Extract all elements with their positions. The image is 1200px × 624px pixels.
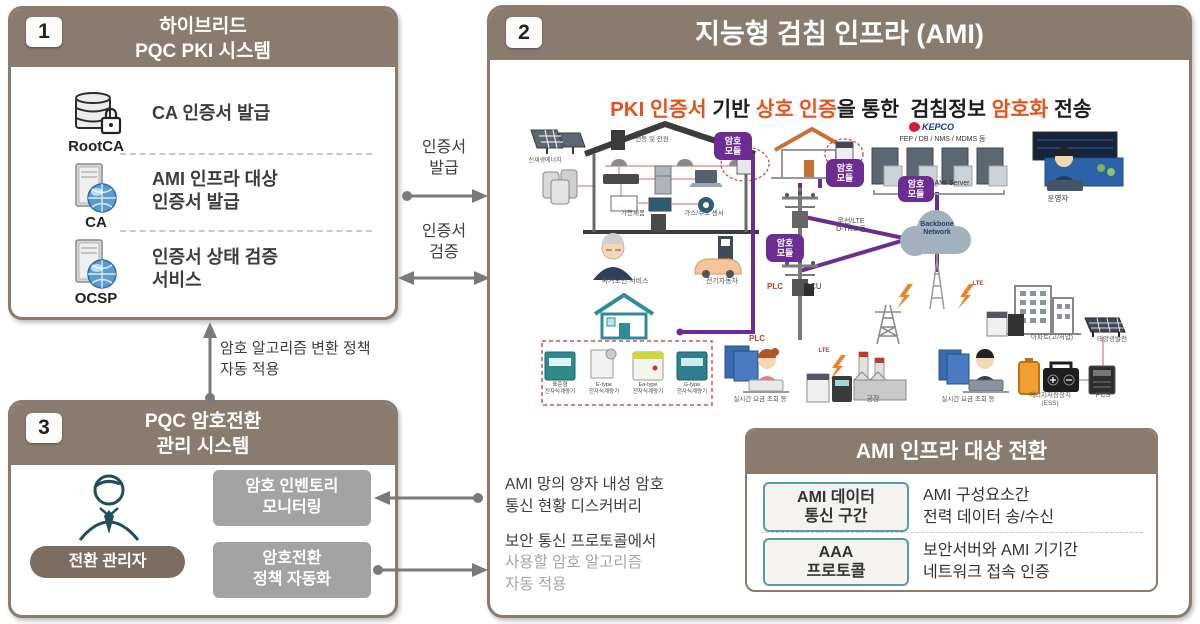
dcu-label: DCU — [804, 282, 822, 291]
rootca-database-icon — [75, 92, 122, 135]
subtitle-part: PKI 인증서 — [610, 98, 707, 121]
subtitle-part: 검침정보 — [910, 98, 992, 121]
cert-issue-label: 인증서 발급 — [421, 139, 467, 177]
factory-label: 공장 — [866, 396, 880, 403]
ami-data-section-key: AMI 데이터 통신 구간 — [763, 482, 909, 532]
gas-sensor-label: 가스/수도 센서 — [684, 210, 724, 217]
crypto-module-badge: 암호 모듈 — [898, 176, 934, 202]
crypto-module-badge: 암호 모듈 — [714, 132, 752, 160]
ocsp-label: OCSP — [74, 290, 118, 307]
subtitle-part: 을 통한 — [836, 98, 911, 121]
crypto-policy-automation-box: 암호전환 정책 자동화 — [213, 542, 371, 598]
ami-server-label: AMI Server — [934, 180, 970, 187]
ami-subtitle: PKI 인증서 기반 상호 인증을 통한 검침정보 암호화 전송 — [490, 68, 1189, 146]
solar-plant-icon — [1084, 317, 1126, 366]
ami-data-section-value: AMI 구성요소간 전력 데이터 송/수신 — [923, 487, 1055, 526]
elderly-person-icon — [593, 233, 633, 280]
step-1-badge: 1 — [26, 17, 62, 47]
ocsp-server-icon — [75, 239, 117, 289]
ami-conversion-panel: AMI 인프라 대상 전환 AMI 데이터 통신 구간 AMI 구성요소간 전력… — [745, 428, 1158, 592]
renewable-solar-icon — [530, 129, 586, 154]
appliances-label: 가전제품 — [621, 210, 645, 217]
policy-apply-label: 암호 알고리즘 변환 정책 자동 적용 — [220, 340, 371, 378]
renewable-label: 신재생에너지 — [528, 158, 562, 164]
backbone-cloud-icon — [900, 210, 971, 256]
lte-label: LTE — [818, 348, 830, 354]
crypto-inventory-monitoring-box: 암호 인벤토리 모니터링 — [213, 470, 371, 526]
subtitle-part: 상호 인증 — [755, 98, 837, 121]
operator-icon — [1032, 131, 1124, 191]
plc-label: PLC — [749, 334, 765, 343]
pqc-transition-header: PQC 암호전환 관리 시스템 — [11, 403, 395, 465]
kepco-logo-icon — [912, 123, 920, 131]
ca-text: AMI 인프라 대상 인증서 발급 — [152, 169, 278, 213]
protocol-note-head: 보안 통신 프로토콜에서 — [505, 533, 657, 550]
utility-pole-icon — [782, 188, 818, 236]
apartment-label: 아파트(고/저압) — [1030, 334, 1073, 341]
apartment-icon — [986, 285, 1081, 337]
kepco-logo-text: KEPCO — [922, 122, 955, 132]
ev-car-icon — [694, 236, 742, 278]
subtitle-part: 기반 — [706, 98, 756, 121]
radio-tower-icon — [929, 253, 945, 310]
meter-e-label: E-type 전자식계량기 — [588, 382, 620, 395]
aaa-protocol-value: 보안서버와 AMI 기기간 네트워크 접속 인증 — [923, 542, 1079, 581]
subtitle-part: 전송 — [1048, 98, 1092, 121]
meter-g-label: G-type 전자식계량기 — [676, 382, 708, 395]
subtitle-part: 암호화 — [991, 98, 1049, 121]
rootca-text: CA 인증서 발급 — [152, 103, 271, 123]
cert-verify-label: 인증서 검증 — [421, 223, 467, 261]
protocol-note-tail: 사용할 암호 알고리즘 자동 적용 — [505, 554, 642, 593]
divider — [120, 230, 372, 232]
lighting-label: 전등 및 전원 — [635, 136, 669, 143]
realtime-billing-label: 실시간 요금 조회 등 — [733, 396, 787, 403]
factory-icon — [806, 351, 907, 403]
kepco-logo: KEPCO — [912, 122, 954, 132]
backbone-network-label: Backbone Network — [920, 221, 954, 237]
realtime-billing-label: 실시간 요금 조회 등 — [941, 396, 995, 403]
plc-label: PLC — [767, 282, 783, 291]
discovery-note: AMI 망의 양자 내성 암호 통신 현황 디스커버리 — [505, 476, 664, 515]
meter-icons — [544, 348, 708, 381]
solar-label: 태양광발전 — [1097, 336, 1127, 343]
wireless-link-label: 무선/LTE D-TRS 등 — [836, 218, 866, 234]
meter-ea-label: Ea-type 전자식계량기 — [632, 382, 664, 395]
divider — [120, 153, 372, 155]
ev-label: 전기자동차 — [705, 278, 739, 285]
crypto-module-badge: 암호 모듈 — [766, 234, 804, 262]
customer-woman-icon — [724, 345, 789, 393]
ocsp-text: 인증서 상태 검증 서비스 — [152, 247, 278, 291]
ami-conversion-panel-header: AMI 인프라 대상 전환 — [747, 430, 1156, 474]
transmission-tower-icon — [875, 304, 901, 345]
pcs-label: PCS — [1095, 392, 1111, 399]
customer-man-icon — [938, 349, 1009, 393]
step-3-badge: 3 — [26, 413, 62, 443]
battery-storage-icon — [542, 169, 594, 205]
ca-label: CA — [85, 214, 107, 231]
transition-manager-person-icon — [78, 474, 140, 541]
pcs-unit-icon — [1088, 365, 1116, 395]
transition-manager-pill: 전환 관리자 — [30, 546, 185, 578]
operator-label: 운영자 — [1047, 194, 1069, 203]
meter-std-label: 표준형 전자식계량기 — [544, 382, 576, 395]
ca-server-icon — [75, 163, 117, 213]
ami-infra-header: 지능형 검침 인프라 (AMI) — [490, 8, 1189, 60]
rootca-label: RootCA — [68, 138, 124, 155]
lte-label: LTE — [972, 281, 984, 287]
elderly-label: 독거노인 서비스 — [601, 278, 649, 285]
ess-label: 에너지저장장치 (ESS) — [1029, 392, 1071, 407]
panel-divider — [761, 532, 1143, 533]
teal-house-icon — [593, 292, 655, 340]
aaa-protocol-key: AAA 프로토콜 — [763, 538, 909, 586]
crypto-module-badge: 암호 모듈 — [826, 159, 864, 187]
step-2-badge: 2 — [506, 17, 542, 48]
ess-battery-icon — [1018, 358, 1089, 395]
fep-systems-label: FEP / DB / NMS / MDMS 등 — [899, 136, 986, 143]
pqc-pki-system-header: 하이브리드 PQC PKI 시스템 — [11, 9, 395, 67]
meter-group-dashed-box — [541, 340, 713, 406]
